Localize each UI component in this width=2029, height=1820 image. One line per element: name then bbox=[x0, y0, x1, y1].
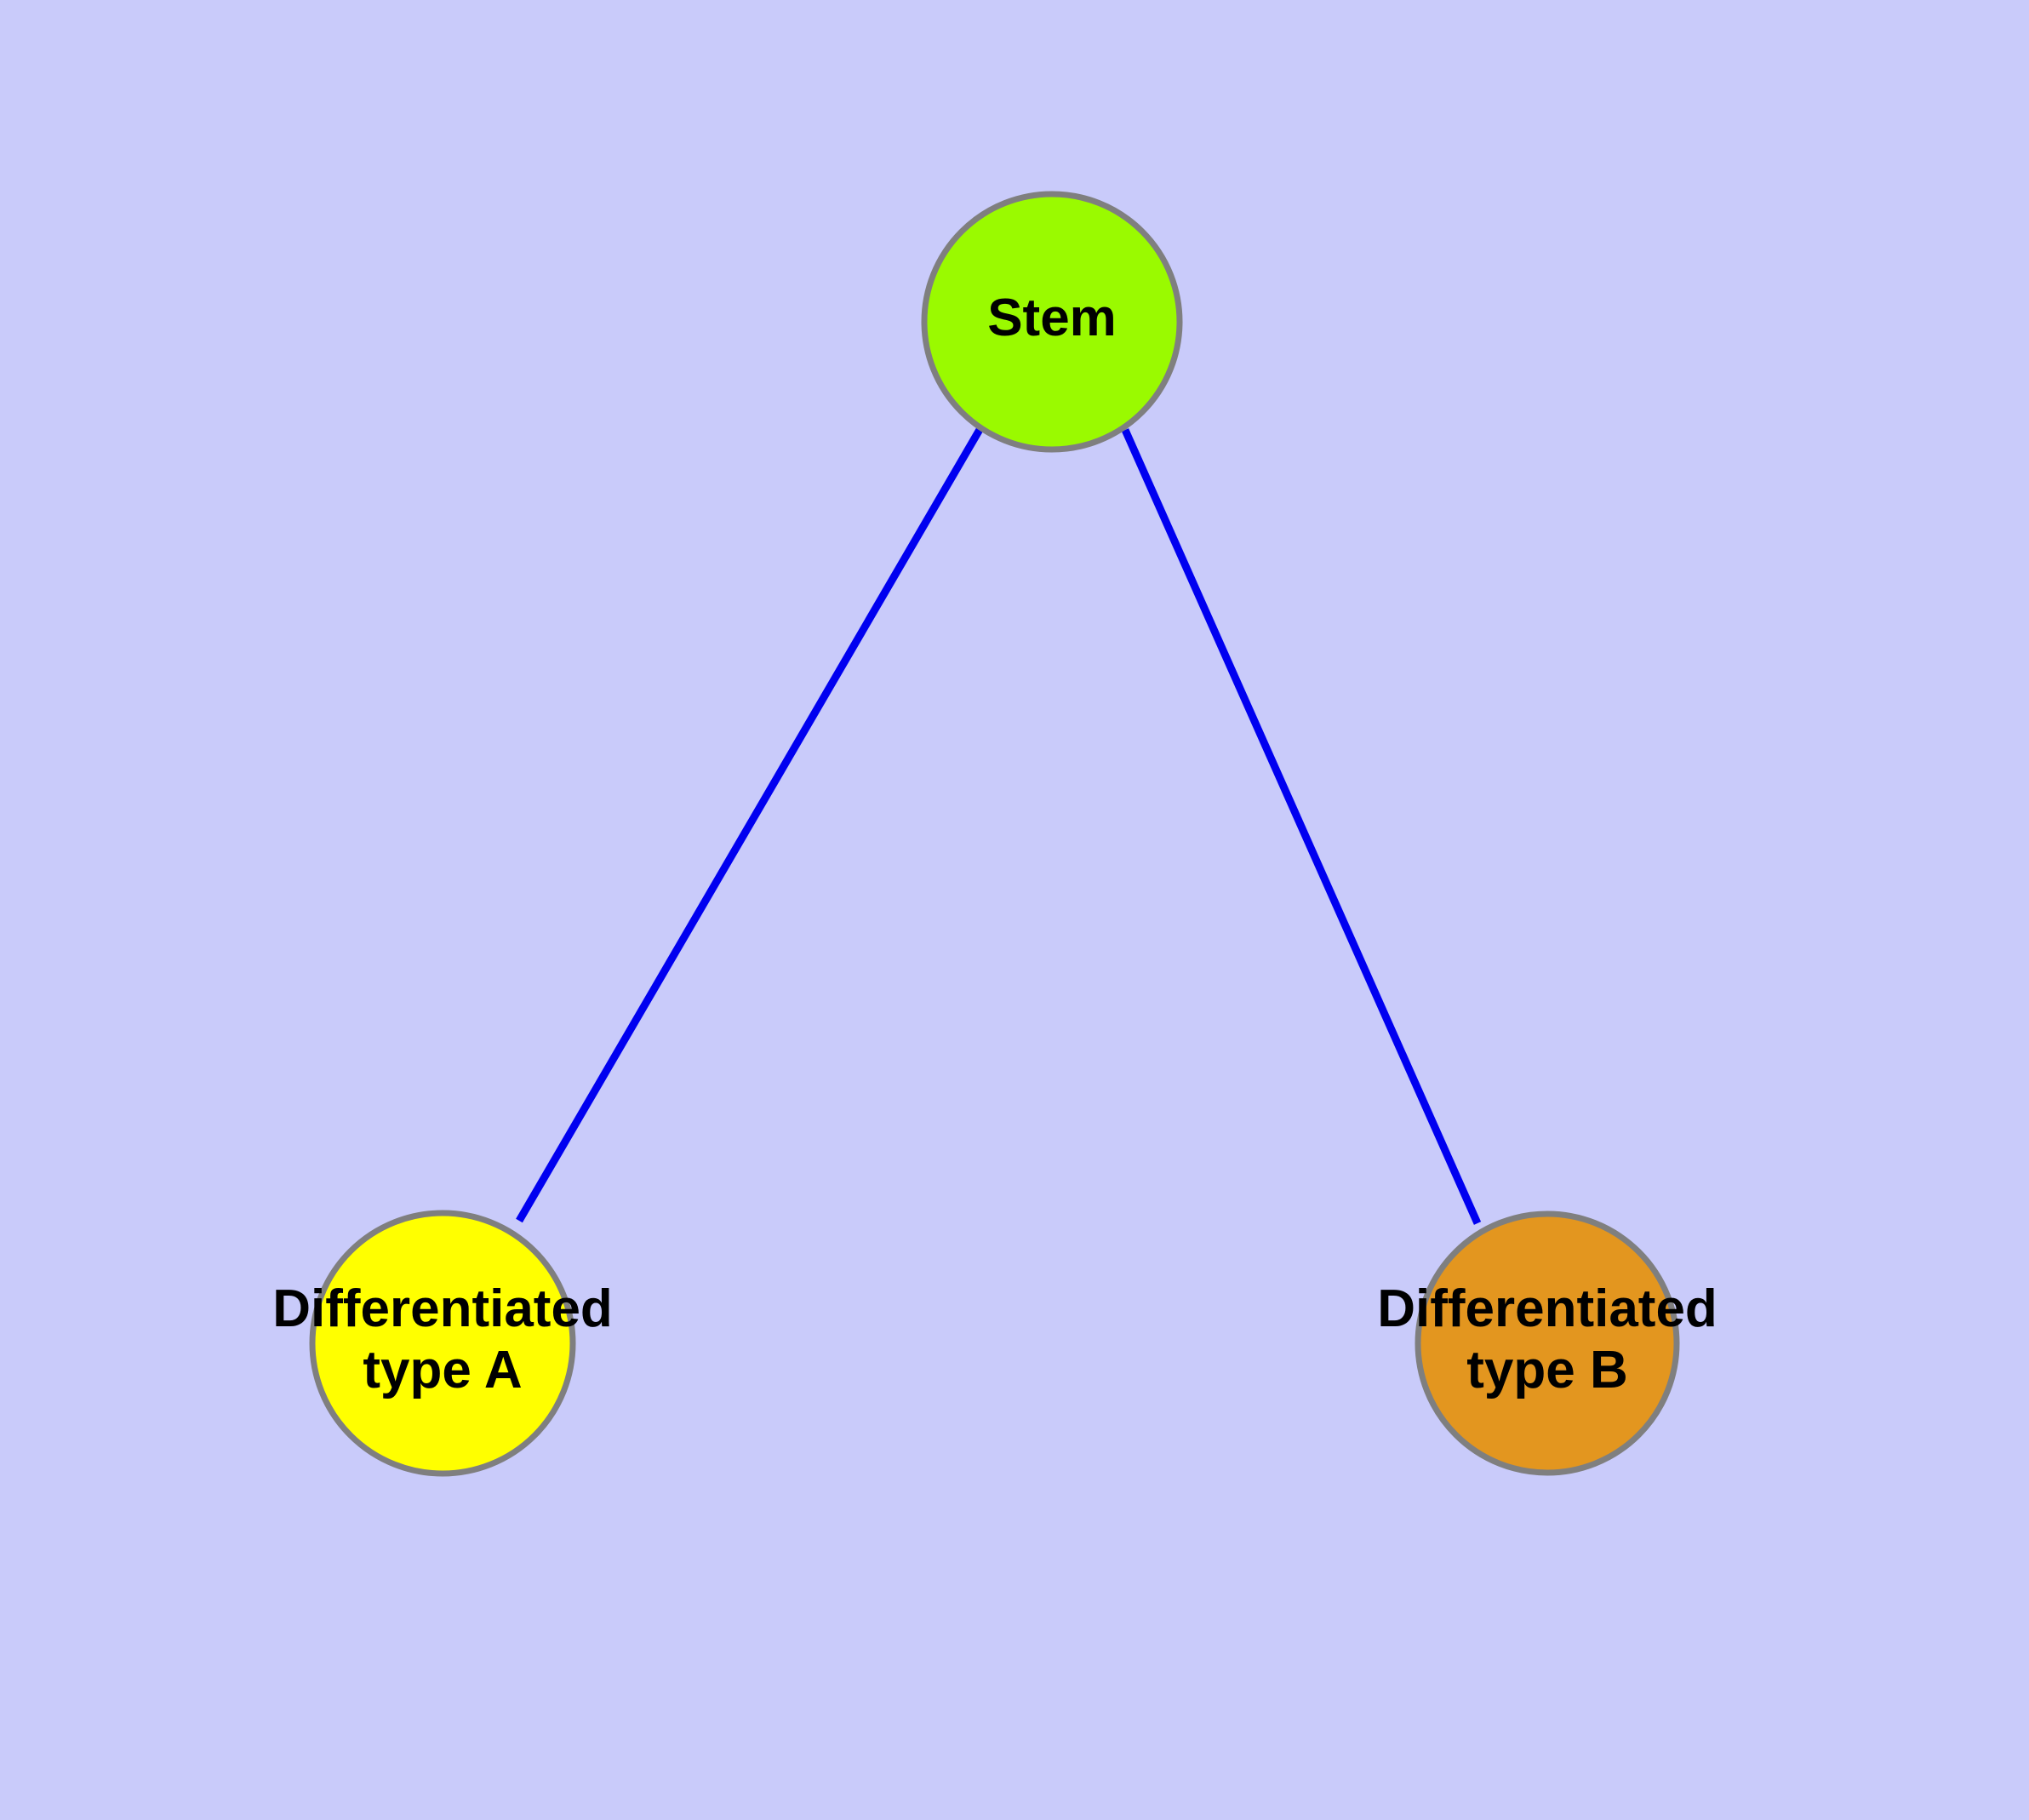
graph-edge-stem-to-b bbox=[1121, 428, 1482, 1225]
graph-node-label-stem: Stem bbox=[987, 289, 1117, 347]
edges-layer bbox=[516, 426, 1482, 1225]
graph-node-diff-b[interactable] bbox=[1415, 1210, 1680, 1476]
nodes-layer bbox=[309, 191, 1680, 1477]
graph-node-stem[interactable] bbox=[921, 191, 1183, 453]
label-line: type B bbox=[1466, 1341, 1627, 1399]
label-line: Differentiated bbox=[1377, 1279, 1718, 1338]
graph-node-diff-a[interactable] bbox=[309, 1210, 576, 1477]
graph-edge-stem-to-a bbox=[516, 426, 984, 1223]
label-line: type A bbox=[363, 1341, 522, 1399]
label-line: Differentiated bbox=[272, 1279, 613, 1338]
label-line: Stem bbox=[987, 289, 1117, 347]
